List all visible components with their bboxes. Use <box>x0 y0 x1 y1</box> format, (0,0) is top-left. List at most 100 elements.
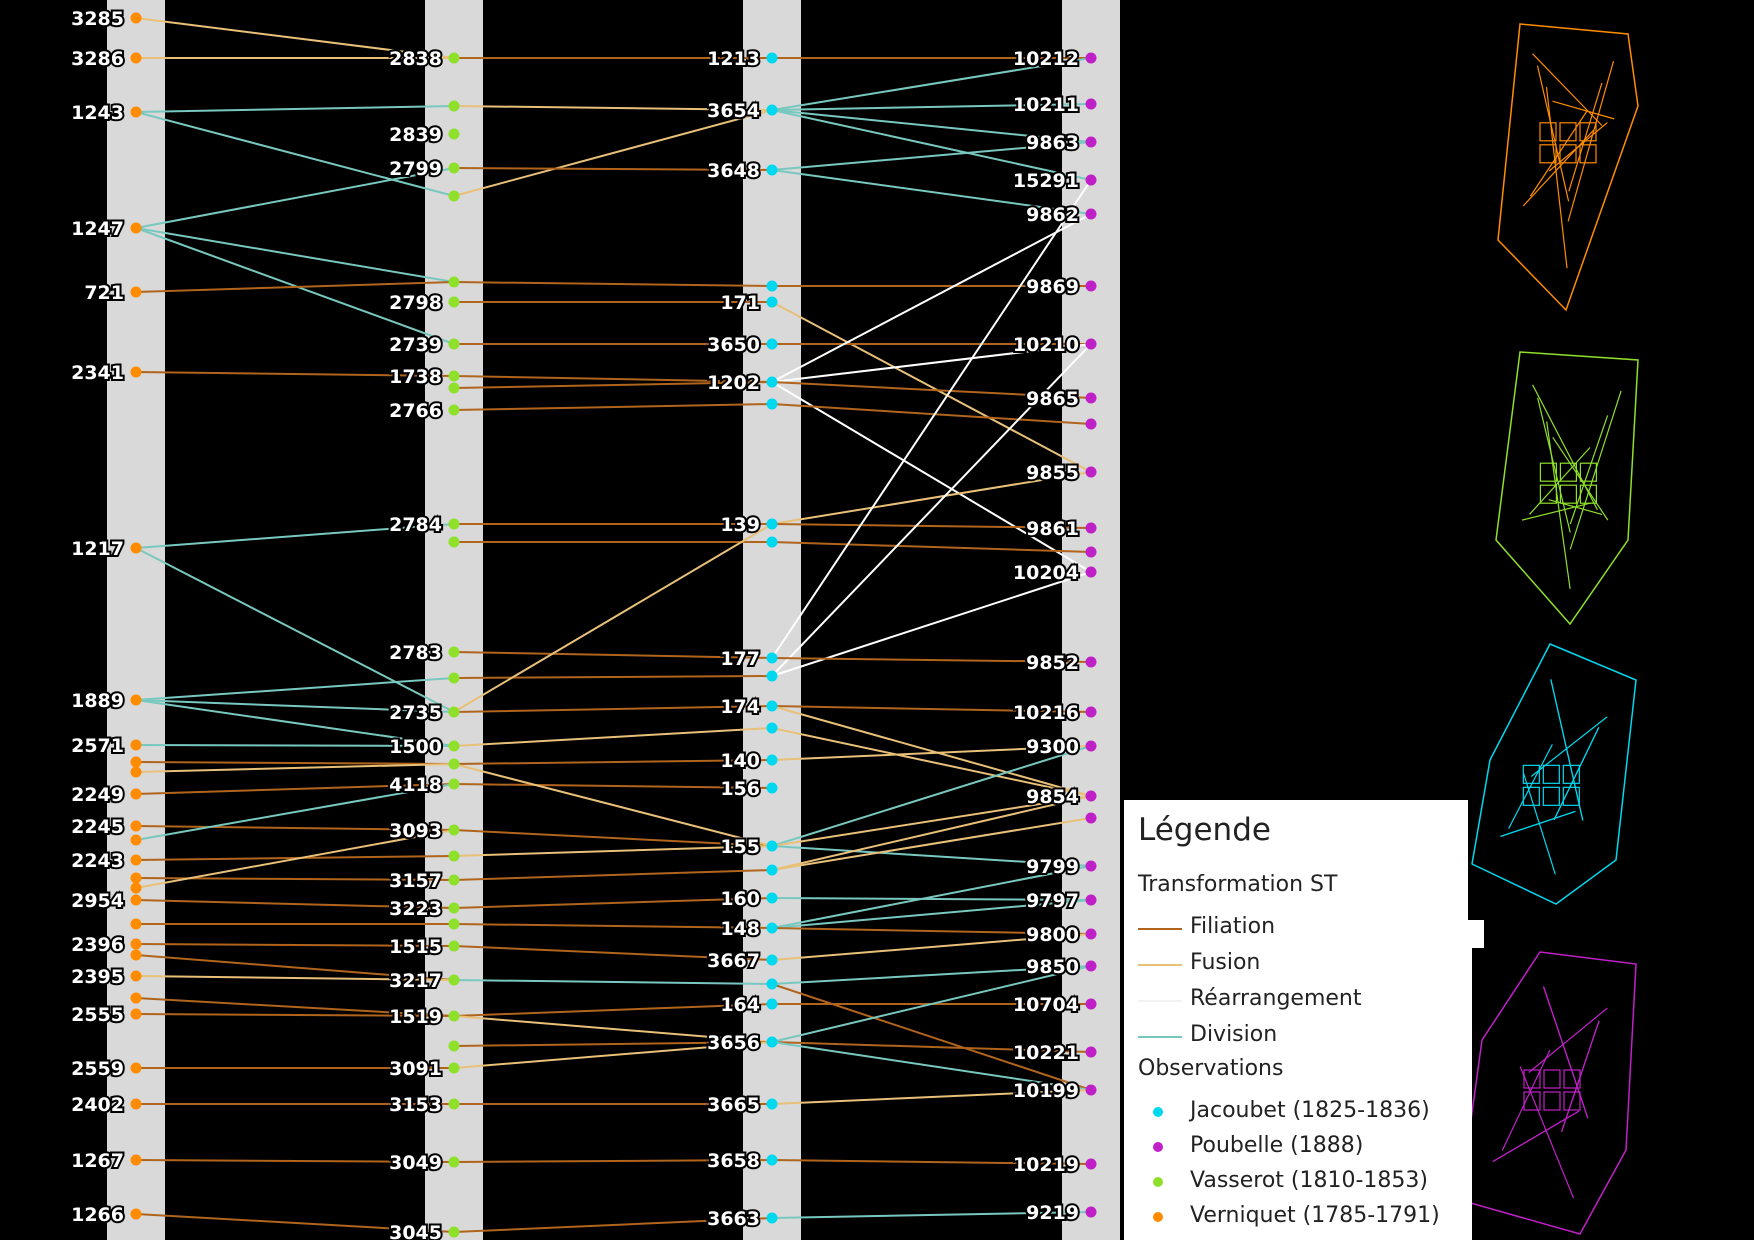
legend-item-rearrangement: Réarrangement <box>1190 986 1362 1011</box>
vasserot-map <box>1495 351 1639 626</box>
link-filiation <box>453 1003 773 1017</box>
link-filiation <box>453 923 773 929</box>
link-filiation <box>135 783 455 795</box>
node-label: 2395 <box>71 966 124 988</box>
node-label: 721 <box>84 282 124 304</box>
vasserot-map-parcel-line <box>1569 415 1609 525</box>
link-division <box>771 865 1092 929</box>
poubelle-map-outline <box>1460 951 1637 1235</box>
node-label: 3665 <box>707 1094 760 1116</box>
node-label: 10219 <box>1013 1154 1079 1176</box>
link-division <box>771 109 1092 181</box>
verniquet-node <box>130 918 142 930</box>
jacoubet-map-parcel <box>1542 764 1560 784</box>
link-fusion <box>453 109 773 197</box>
jacoubet-node <box>766 670 778 682</box>
link-filiation <box>453 281 773 287</box>
verniquet-map-parcel <box>1579 122 1597 142</box>
link-filiation <box>453 897 773 909</box>
poubelle-node <box>1085 998 1097 1010</box>
node-label: 156 <box>720 778 760 800</box>
poubelle-node <box>1085 566 1097 578</box>
node-label: 3654 <box>707 100 760 122</box>
jacoubet-node <box>766 536 778 548</box>
vasserot-node <box>448 918 460 930</box>
poubelle-map-parcel-line <box>1492 1110 1580 1163</box>
node-label: 2839 <box>389 124 442 146</box>
link-filiation <box>135 825 455 831</box>
verniquet-node <box>130 854 142 866</box>
node-label: 164 <box>720 994 760 1016</box>
link-filiation <box>453 705 773 713</box>
node-label: 1243 <box>71 102 124 124</box>
verniquet-node <box>130 992 142 1004</box>
link-filiation <box>135 1213 455 1233</box>
verniquet-map-parcel-line <box>1532 53 1603 126</box>
link-rearrangement <box>771 213 1092 383</box>
vasserot-map-parcel-line <box>1537 397 1571 533</box>
poubelle-map <box>1460 951 1637 1235</box>
node-label: 3045 <box>389 1222 442 1240</box>
legend-dot-verniquet <box>1153 1212 1163 1222</box>
verniquet-map <box>1497 23 1639 312</box>
verniquet-map-parcel <box>1559 144 1577 164</box>
jacoubet-node <box>766 398 778 410</box>
jacoubet-node <box>766 978 778 990</box>
node-label: 2838 <box>389 48 442 70</box>
poubelle-node <box>1085 1084 1097 1096</box>
node-label: 9797 <box>1026 890 1079 912</box>
link-division <box>135 547 455 713</box>
link-filiation <box>453 1217 773 1233</box>
vasserot-node <box>448 778 460 790</box>
vasserot-node <box>448 1226 460 1238</box>
link-fusion <box>771 471 1092 525</box>
node-label: 2555 <box>71 1004 124 1026</box>
poubelle-node <box>1085 656 1097 668</box>
node-label: 139 <box>720 514 760 536</box>
legend-item-filiation: Filiation <box>1190 914 1276 939</box>
link-fusion <box>453 1015 773 1043</box>
vasserot-map-parcel-line <box>1569 390 1622 550</box>
link-fusion <box>453 763 773 847</box>
poubelle-map-parcel-line <box>1542 986 1589 1119</box>
link-rearrangement <box>771 381 1092 573</box>
vasserot-map-parcel <box>1539 484 1558 504</box>
link-fusion <box>771 795 1092 847</box>
poubelle-map-parcel-line <box>1528 1007 1608 1073</box>
verniquet-map-parcel-line <box>1552 100 1615 120</box>
node-label: 1217 <box>71 538 124 560</box>
node-label: 3049 <box>389 1152 442 1174</box>
poubelle-node <box>1085 860 1097 872</box>
nodes <box>130 12 1097 1238</box>
legend-swatch-fusion <box>1138 964 1182 966</box>
link-filiation <box>135 997 455 1017</box>
vasserot-node <box>448 706 460 718</box>
node-label: 10199 <box>1013 1080 1079 1102</box>
verniquet-node <box>130 820 142 832</box>
link-filiation <box>771 983 1092 1091</box>
jacoubet-node <box>766 518 778 530</box>
legend-dot-jacoubet <box>1153 1107 1163 1117</box>
legend-tab <box>1468 920 1484 948</box>
link-division <box>771 141 1092 171</box>
jacoubet-map-parcel <box>1562 786 1580 806</box>
jacoubet-node <box>766 998 778 1010</box>
link-fusion <box>453 105 773 111</box>
verniquet-node <box>130 949 142 961</box>
node-label: 2739 <box>389 334 442 356</box>
poubelle-node <box>1085 1158 1097 1170</box>
node-label: 9300 <box>1026 736 1079 758</box>
legend-observations-title: Observations <box>1138 1056 1284 1081</box>
link-division <box>135 677 455 701</box>
vasserot-node <box>448 646 460 658</box>
vasserot-map-parcel <box>1579 462 1598 482</box>
legend-swatch-rearrangement <box>1138 1000 1182 1002</box>
node-label: 3157 <box>389 870 442 892</box>
vasserot-node <box>448 404 460 416</box>
vasserot-map-outline <box>1495 351 1639 626</box>
node-label: 148 <box>720 918 760 940</box>
vasserot-column <box>425 0 483 1240</box>
link-division <box>771 57 1092 111</box>
poubelle-map-parcel <box>1543 1069 1561 1089</box>
link-division <box>771 899 1092 929</box>
